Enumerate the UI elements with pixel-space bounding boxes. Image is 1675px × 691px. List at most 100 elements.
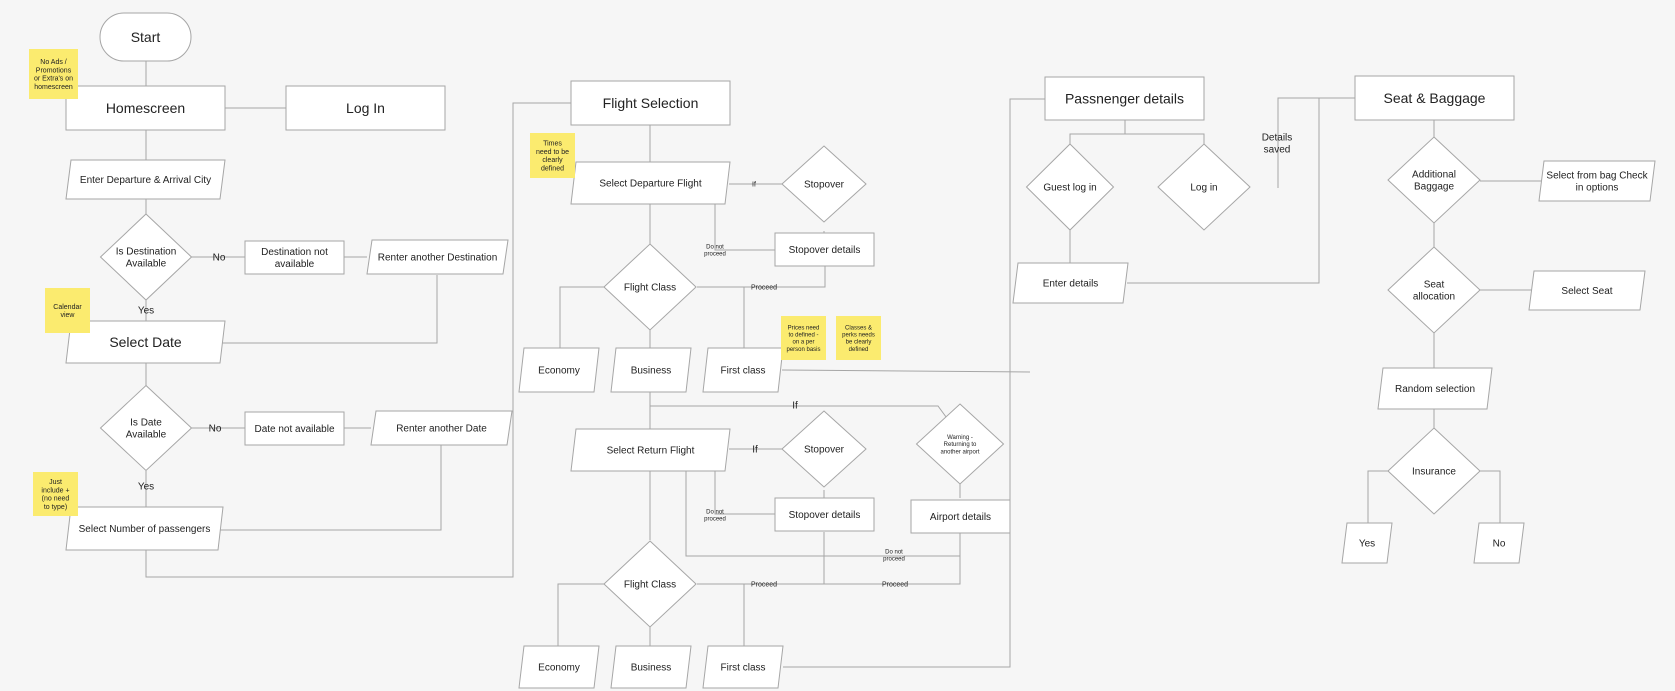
proceed_2-edge-label: Proceed [751,581,777,588]
no_ads-sticky-note [29,49,78,99]
first_class_2-box[interactable] [702,645,784,689]
economy_2-label: Economy [538,663,580,674]
connector-line [559,286,604,348]
shapes-layer [29,12,1656,689]
connector-line [714,469,775,515]
economy_1-box[interactable] [518,347,600,393]
select_bag-box[interactable] [1538,160,1656,202]
login_passenger-decision[interactable] [1157,143,1251,231]
no_date-edge-label: No [209,424,222,435]
stopover_details_1-box[interactable] [774,232,875,267]
airport_details-box[interactable] [910,499,1011,534]
seat_baggage-box[interactable] [1354,75,1515,121]
start-box[interactable] [99,12,192,62]
proceed_3-edge-label: Proceed [882,581,908,588]
date_not_available-box[interactable] [244,411,345,446]
prices-sticky-note [781,316,826,360]
renter_date-label: Renter another Date [396,424,487,435]
first_class_1-box[interactable] [702,347,784,393]
login_main-box[interactable] [285,85,446,131]
insurance-label: Insurance [1412,467,1456,478]
flight_selection-label: Flight Selection [603,95,699,111]
flight_class_1-label: Flight Class [624,283,676,294]
additional_baggage-decision[interactable] [1387,136,1481,224]
economy_2-box[interactable] [518,645,600,689]
date_not_available-label: Date not available [254,424,334,435]
select_date-box[interactable] [65,320,226,364]
renter-date-to-passengers [217,444,442,531]
select_departure-box[interactable] [570,161,731,205]
connector-line [697,286,745,348]
start-label: Start [131,29,161,45]
proceed-to-airport [697,533,961,585]
enter_details-box[interactable] [1012,262,1129,304]
select_departure-label: Select Departure Flight [599,179,701,190]
enter_cities-label: Enter Departure & Arrival City [80,175,211,186]
flight_selection-box[interactable] [570,80,731,126]
stopover_2-decision[interactable] [781,410,867,488]
dest_not_available-box[interactable] [244,240,345,275]
warning-decision[interactable] [915,403,1005,485]
renter_date-box[interactable] [370,410,513,446]
select_return-box[interactable] [570,428,731,472]
first_class_2-label: First class [721,663,766,674]
ins_yes-box[interactable] [1341,522,1393,564]
flight_class_2-label: Flight Class [624,580,676,591]
business_2-box[interactable] [610,645,692,689]
homescreen-box[interactable] [65,85,226,131]
select_seat-label: Select Seat [1561,286,1612,297]
select_passengers-box[interactable] [65,506,224,551]
yes_date-edge-label: Yes [138,482,154,493]
stopover_2-label: Stopover [804,445,845,456]
just_include-sticky-note [33,472,78,516]
passenger_details-label: Passnenger details [1065,90,1184,106]
passenger_details-box[interactable] [1044,76,1205,121]
connector-line [1367,470,1391,523]
proceed_1-edge-label: Proceed [751,284,777,291]
ins_no-box[interactable] [1473,522,1525,564]
connector-line [557,583,605,646]
random_selection-box[interactable] [1377,367,1493,410]
airport_details-label: Airport details [930,512,991,523]
flight_class_2-decision[interactable] [603,540,697,628]
enter_cities-box[interactable] [65,159,226,200]
guest_login-decision[interactable] [1025,143,1115,231]
connector-line [1477,470,1501,523]
date_available-decision[interactable] [99,384,193,472]
connectors-layer [145,57,1545,668]
renter_destination-label: Renter another Destination [378,253,498,264]
ins_no-label: No [1493,539,1506,550]
stopover_details_2-box[interactable] [774,497,875,532]
seat_baggage-label: Seat & Baggage [1384,90,1486,106]
business_1-box[interactable] [610,347,692,393]
classes-sticky-note [836,316,881,360]
if_stop1-edge-label: If [752,181,756,188]
stopover_details_1-label: Stopover details [789,245,861,256]
flight_class_1-decision[interactable] [603,243,697,331]
passengers-to-flight-selection [145,102,571,578]
dest_available-decision[interactable] [99,213,193,301]
stopover_1-decision[interactable] [781,145,867,223]
random_selection-label: Random selection [1395,384,1475,395]
first-class-to-passenger-details [783,98,1045,668]
seat_allocation-decision[interactable] [1387,246,1481,334]
economy_1-label: Economy [538,366,580,377]
select_seat-box[interactable] [1528,270,1646,311]
select_passengers-label: Select Number of passengers [79,524,211,535]
connector-line [1069,120,1126,145]
renter_destination-box[interactable] [366,239,509,275]
insurance-decision[interactable] [1387,427,1481,515]
